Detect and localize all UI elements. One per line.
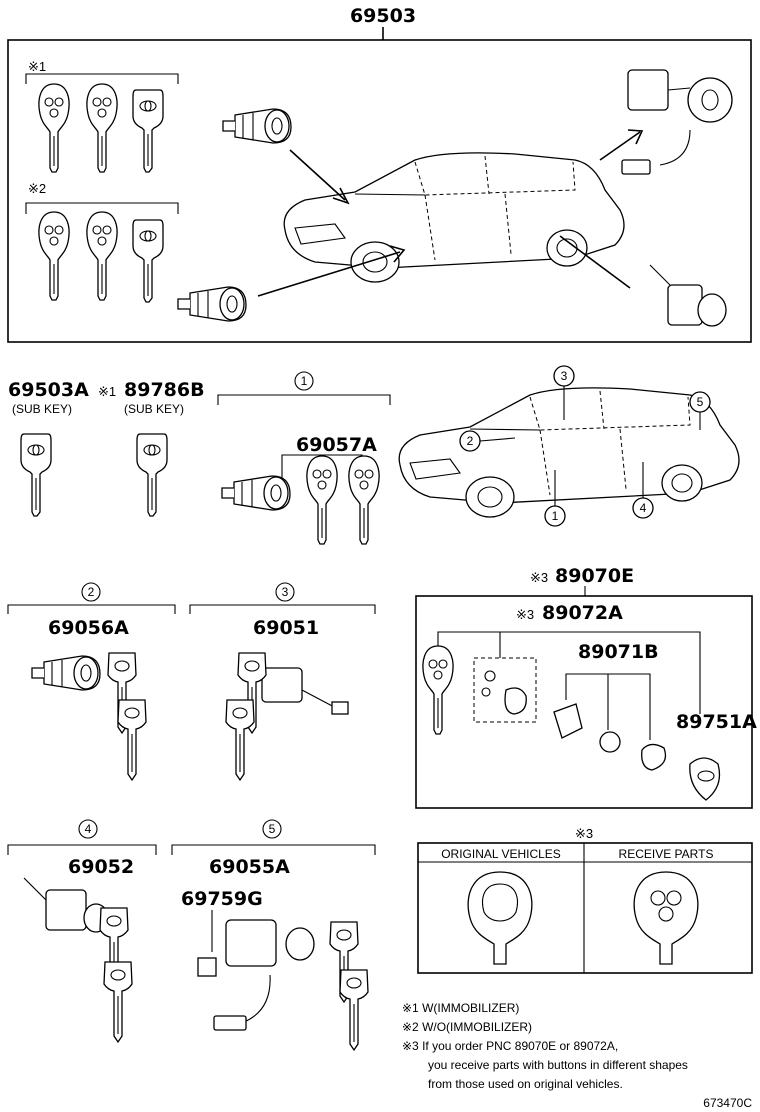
callout-circle — [275, 582, 295, 602]
button-cover-icon — [553, 703, 583, 739]
callout-number: 1 — [301, 374, 308, 388]
note-line: you receive parts with buttons in differ… — [428, 1058, 688, 1072]
logo-key-icon — [132, 219, 164, 303]
svg-text:3: 3 — [561, 369, 568, 383]
arrow-icon — [257, 245, 406, 297]
remote-key-icon — [38, 211, 70, 301]
sub-key-label: (SUB KEY) — [12, 402, 72, 416]
callout-number: 5 — [269, 822, 276, 836]
door-lock-icon — [23, 877, 109, 933]
part-number-69056A: 69056A — [48, 617, 129, 639]
note-line: ※3 If you order PNC 89070E or 89072A, — [402, 1039, 618, 1053]
key-head-icon — [689, 757, 721, 801]
part-number-89751A: 89751A — [676, 711, 757, 733]
group2-label: ※2 — [28, 181, 46, 196]
column-header-original: ORIGINAL VEHICLES — [441, 847, 561, 861]
sub-key-icon — [20, 433, 52, 517]
part-number-69051: 69051 — [253, 617, 319, 639]
sub-key-label: (SUB KEY) — [124, 402, 184, 416]
note-line: from those used on original vehicles. — [428, 1077, 623, 1091]
remote-key-icon — [86, 83, 118, 173]
group1-bracket — [25, 73, 179, 84]
remote-key-icon — [306, 455, 338, 545]
group2-bracket — [25, 202, 179, 214]
remote-key-icon — [38, 83, 70, 173]
arrow-line — [559, 235, 631, 289]
key-icon — [339, 969, 369, 1051]
svg-text:1: 1 — [552, 509, 559, 523]
part-number-69052: 69052 — [68, 856, 134, 878]
remote-key-icon — [348, 455, 380, 545]
group1-label: ※1 — [28, 59, 46, 74]
callout-number: 4 — [85, 822, 92, 836]
callout-number: 3 — [282, 585, 289, 599]
note-mark: ※3 — [530, 570, 548, 585]
receive-key-head-icon — [633, 871, 699, 965]
cap-icon — [641, 743, 667, 771]
car-callouts: 3 5 2 1 4 — [459, 365, 711, 527]
door-lock-assembly-icon — [649, 264, 727, 327]
arrow-icon — [599, 129, 644, 161]
kit-box — [415, 595, 753, 809]
part-number-69759G: 69759G — [181, 888, 263, 910]
door-lock-cylinder-icon — [222, 108, 292, 144]
sub-key-icon — [136, 433, 168, 517]
part-number-89071B: 89071B — [578, 641, 659, 663]
ignition-lock-icon — [261, 667, 349, 715]
lock-cylinder-icon — [221, 475, 291, 511]
main-group-box — [7, 39, 752, 343]
ignition-switch-icon — [621, 69, 733, 175]
svg-text:2: 2 — [467, 434, 474, 448]
part-number-69503A: 69503A — [8, 379, 89, 401]
part-number-89070E: 89070E — [555, 565, 634, 587]
bracket — [7, 844, 157, 855]
battery-icon — [599, 731, 621, 753]
key-icon — [117, 699, 147, 781]
remote-key-icon — [422, 645, 454, 735]
leader-lines — [437, 631, 701, 714]
arrow-icon — [289, 149, 350, 205]
original-key-head-icon — [467, 871, 533, 965]
main-part-number: 69503 — [350, 5, 416, 27]
column-header-receive: RECEIVE PARTS — [619, 847, 714, 861]
key-icon — [103, 961, 133, 1043]
note-line: ※2 W/O(IMMOBILIZER) — [402, 1020, 532, 1034]
note-mark: ※3 — [516, 607, 534, 622]
note-mark: ※1 — [98, 384, 116, 399]
leader-lines — [565, 673, 651, 740]
switch-icon — [197, 957, 217, 977]
car-callout-illustration — [398, 387, 740, 518]
door-lock-cylinder-icon — [177, 286, 247, 322]
callout-circle — [81, 582, 101, 602]
bracket — [171, 844, 376, 855]
callout-circle — [262, 819, 282, 839]
bracket — [189, 604, 376, 614]
comparison-table — [417, 842, 753, 974]
button-parts-icon — [473, 657, 537, 723]
note-line: ※1 W(IMMOBILIZER) — [402, 1001, 519, 1015]
callout-number: 2 — [88, 585, 95, 599]
callout-circle — [78, 819, 98, 839]
part-number-89786B: 89786B — [124, 379, 205, 401]
bracket — [7, 604, 176, 614]
remote-key-icon — [86, 211, 118, 301]
figure-id: 673470C — [703, 1096, 752, 1110]
car-illustration — [283, 152, 625, 283]
svg-text:5: 5 — [697, 395, 704, 409]
callout-circle — [294, 371, 314, 391]
svg-text:4: 4 — [640, 501, 647, 515]
key-icon — [225, 699, 255, 781]
bracket — [217, 394, 391, 405]
part-number-89072A: 89072A — [542, 602, 623, 624]
logo-key-icon — [132, 89, 164, 173]
part-number-69057A: 69057A — [296, 434, 377, 456]
lock-cylinder-icon — [31, 655, 101, 691]
note-mark: ※3 — [575, 826, 593, 841]
steering-lock-icon — [213, 919, 315, 1031]
part-number-69055A: 69055A — [209, 856, 290, 878]
